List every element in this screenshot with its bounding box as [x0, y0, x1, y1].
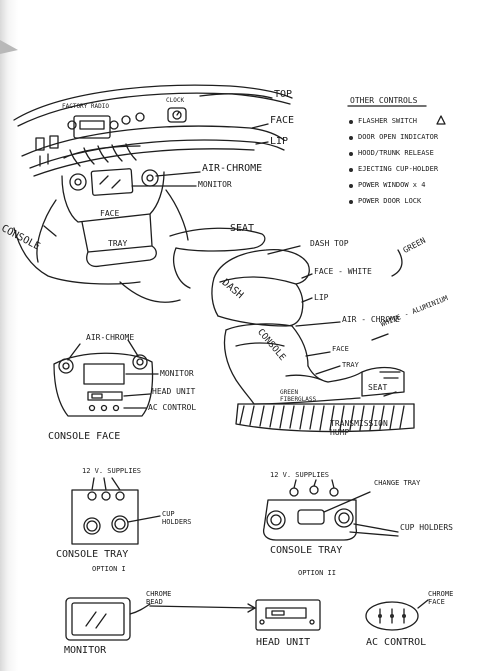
dash-monitor-label: MONITOR: [198, 180, 232, 189]
profile-tray-label: TRAY: [342, 361, 359, 369]
console-tray-1-title: CONSOLE TRAY: [56, 549, 129, 560]
console-tray-1-sketch: [71, 477, 161, 545]
cf-air-chrome-label: AIR-CHROME: [86, 333, 135, 342]
warning-triangle-icon: [436, 115, 446, 125]
profile-face-white-label: FACE - WHITE: [314, 267, 372, 276]
console-tray-2-title: CONSOLE TRAY: [270, 545, 343, 556]
cf-head-unit-label: HEAD UNIT: [152, 387, 196, 396]
dash-air-chrome-label: AIR-CHROME: [202, 163, 263, 174]
profile-green-fiberglass-label: GREEN FIBERGLASS: [280, 389, 317, 403]
dashboard-sketch: [13, 84, 293, 303]
tray2-change-tray-label: CHANGE TRAY: [374, 479, 421, 487]
control-item-hood-trunk: HOOD/TRUNK RELEASE: [358, 149, 434, 157]
profile-seat-label: SEAT: [368, 383, 388, 392]
control-item-door-lock: POWER DOOR LOCK: [358, 197, 422, 205]
factory-radio-label: FACTORY RADIO: [62, 103, 109, 110]
other-controls-bullets: [347, 105, 446, 204]
console-face-sketch: [53, 339, 159, 417]
control-item-cup-holder: EJECTING CUP-HOLDER: [358, 165, 439, 173]
profile-lip-label: LIP: [314, 293, 329, 302]
console-face-title: CONSOLE FACE: [48, 431, 121, 442]
component-ac-control-label: AC CONTROL: [366, 637, 427, 648]
paper-corner: [0, 40, 18, 54]
dash-face-label: FACE: [270, 115, 295, 126]
console-tray-2-sketch: [262, 479, 399, 541]
clock-label: CLOCK: [166, 97, 185, 104]
profile-dash-top-label: DASH TOP: [310, 239, 349, 248]
component-monitor-label: MONITOR: [64, 645, 107, 656]
control-item-power-window: POWER WINDOW x 4: [358, 181, 426, 189]
cf-ac-control-label: AC CONTROL: [148, 403, 197, 412]
console-tray-1-option: OPTION I: [92, 565, 126, 573]
chrome-face-label: CHROME FACE: [428, 590, 454, 607]
dash-face-inner-label: FACE: [100, 209, 120, 218]
tray1-cup-holders-label: CUP HOLDERS: [162, 510, 192, 527]
dash-lip-label: LIP: [270, 136, 289, 147]
profile-transmission-hump-label: TRANSMISSION HUMP: [330, 419, 388, 437]
tray2-cup-holders-label: CUP HOLDERS: [400, 523, 453, 532]
tray2-supplies-label: 12 V. SUPPLIES: [270, 471, 330, 479]
component-head-unit-label: HEAD UNIT: [256, 637, 311, 648]
profile-face-label: FACE: [332, 345, 349, 353]
dash-seat-label: SEAT: [230, 223, 255, 234]
other-controls-heading: OTHER CONTROLS: [350, 96, 418, 105]
control-item-door-open: DOOR OPEN INDICATOR: [358, 133, 439, 141]
cf-monitor-label: MONITOR: [160, 369, 194, 378]
profile-air-chrome-label: AIR - CHROME: [342, 315, 400, 324]
dash-top-label: TOP: [274, 89, 293, 100]
chrome-bead-label: CHROME BEAD: [146, 590, 172, 607]
components-sketch: [65, 597, 429, 641]
side-profile-sketch: [211, 245, 415, 433]
console-tray-2-option: OPTION II: [298, 569, 336, 577]
control-item-flasher: FLASHER SWITCH: [358, 117, 418, 125]
dash-tray-label: TRAY: [108, 239, 128, 248]
tray1-supplies-label: 12 V. SUPPLIES: [82, 467, 142, 475]
